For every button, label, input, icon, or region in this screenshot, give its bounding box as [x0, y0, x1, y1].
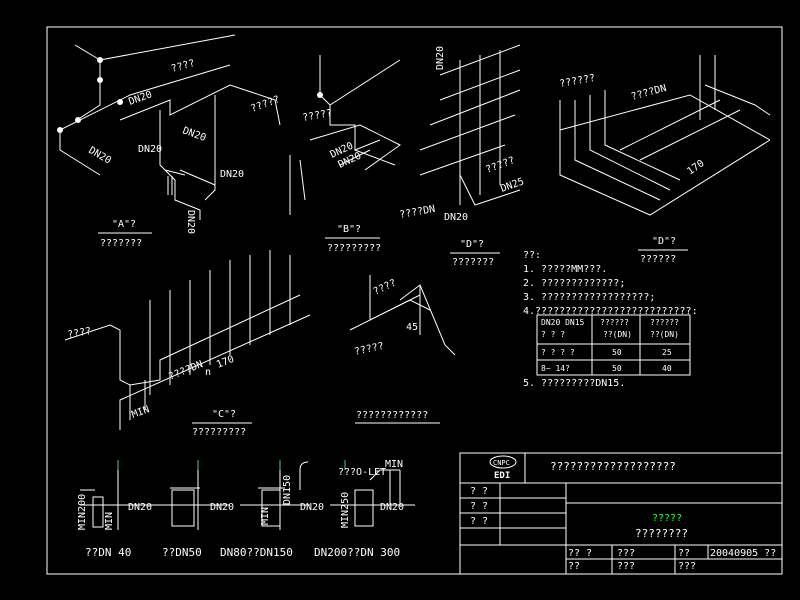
- d2-label-1: ??????: [559, 73, 596, 90]
- d2-label-3: 170: [685, 158, 706, 177]
- bottom-label-3: DN80??DN150: [220, 546, 293, 559]
- view-a: [59, 34, 281, 220]
- e-label-1: ????: [372, 278, 398, 298]
- notes-item-4: 4.??????????????????????????:: [523, 306, 698, 317]
- table-r2c1: 8~ 14?: [541, 364, 570, 373]
- a-label-4: DN20: [138, 144, 162, 155]
- b-name: "B"?: [337, 224, 361, 235]
- bottom-min-4: MIN250: [340, 492, 351, 528]
- bottom-label-4: DN200??DN 300: [314, 546, 400, 559]
- e-label-3: 45: [406, 322, 418, 333]
- d2-sub: ??????: [640, 254, 676, 265]
- foot-6: ???: [617, 561, 635, 572]
- title-green: ?????: [652, 513, 682, 524]
- view-d1: [419, 44, 521, 206]
- foot-4: 20040905 ??: [710, 548, 776, 559]
- foot-1: ?? ?: [568, 548, 592, 559]
- bottom-label-1: ??DN 40: [85, 546, 131, 559]
- table-h3a: ??????: [650, 318, 679, 327]
- notes-item-5: 5. ?????????DN15.: [523, 378, 625, 389]
- c-label-1: ????: [67, 326, 93, 341]
- bottom-olet: ???O-LET: [338, 467, 386, 478]
- table-r1c3: 25: [662, 348, 672, 357]
- table-h2a: ??????: [600, 318, 629, 327]
- notes-item-1: 1. ?????MM???.: [523, 264, 607, 275]
- logo-edi: EDI: [494, 471, 510, 481]
- a-sub: ???????: [100, 238, 142, 249]
- b-node: [317, 92, 323, 98]
- bottom-dn150: DN150: [282, 475, 293, 505]
- table-r2c3: 40: [662, 364, 672, 373]
- d1-label-1: DN20: [435, 46, 446, 70]
- bottom-min-3: MIN: [260, 507, 271, 525]
- foot-3: ??: [678, 548, 690, 559]
- e-label-2: ?????: [353, 341, 385, 358]
- title-row-2: ? ?: [470, 501, 488, 512]
- c-name: "C"?: [212, 409, 236, 420]
- c-label-5: MIN: [130, 404, 151, 421]
- a-label-1: ????: [170, 58, 196, 75]
- title-row-1: ? ?: [470, 486, 488, 497]
- foot-2: ???: [617, 548, 635, 559]
- bottom-dn-4: DN20: [380, 502, 404, 513]
- notes-item-3: 3. ??????????????????;: [523, 292, 655, 303]
- notes-table: [536, 314, 691, 376]
- view-d2: [559, 55, 771, 216]
- bottom-dn-3: DN20: [300, 502, 324, 513]
- drawing-border: [46, 26, 783, 575]
- c-label-2: ????DN: [167, 359, 205, 383]
- table-h1b: ? ? ?: [541, 330, 565, 339]
- view-c: [64, 250, 311, 430]
- title-main: ???????????????????: [550, 460, 676, 473]
- a-name: "A"?: [112, 219, 136, 230]
- table-r2c2: 50: [612, 364, 622, 373]
- view-b: [289, 55, 401, 215]
- d2-name: "D"?: [652, 236, 676, 247]
- foot-5: ??: [568, 561, 580, 572]
- title-block: [459, 452, 783, 575]
- b-sub: ?????????: [327, 243, 381, 254]
- d1-label-5: DN20: [444, 212, 468, 223]
- a-label-8: DN20: [87, 145, 113, 167]
- bottom-min-2: MIN: [104, 512, 115, 530]
- logo-cnpc: CNPC: [493, 459, 510, 467]
- table-r1c1: ? ? ? ?: [541, 348, 575, 357]
- b-label-1: ?????: [302, 108, 334, 124]
- bottom-dn-2: DN20: [210, 502, 234, 513]
- table-h1: DN20 DN15: [541, 318, 585, 327]
- title-name: ????????: [635, 527, 688, 540]
- view-a-nodes: [57, 57, 123, 133]
- bottom-label-2: ??DN50: [162, 546, 202, 559]
- d2-label-2: ????DN: [630, 83, 668, 103]
- d1-name: "D"?: [460, 239, 484, 250]
- bottom-dn-1: DN20: [128, 502, 152, 513]
- c-sub: ?????????: [192, 427, 246, 438]
- table-h3b: ??(DN): [650, 330, 679, 339]
- a-label-6: DN20: [185, 210, 196, 234]
- notes-item-2: 2. ?????????????;: [523, 278, 625, 289]
- table-r1c2: 50: [612, 348, 622, 357]
- d1-sub: ???????: [452, 257, 494, 268]
- bottom-min-1: MIN200: [77, 494, 88, 530]
- bottom-details: [80, 460, 415, 530]
- foot-7: ???: [678, 561, 696, 572]
- bottom-min-5: MIN: [385, 459, 403, 470]
- d1-label-4: ????DN: [399, 204, 436, 221]
- a-label-5: DN20: [220, 169, 244, 180]
- a-label-2: DN20: [127, 89, 153, 108]
- title-row-3: ? ?: [470, 516, 488, 527]
- view-e: [349, 275, 456, 356]
- c-label-3: n: [205, 367, 211, 378]
- a-label-3: DN20: [181, 125, 207, 144]
- e-sub: ????????????: [356, 410, 428, 421]
- table-h2b: ??(DN): [603, 330, 632, 339]
- notes-head: ??:: [523, 250, 541, 261]
